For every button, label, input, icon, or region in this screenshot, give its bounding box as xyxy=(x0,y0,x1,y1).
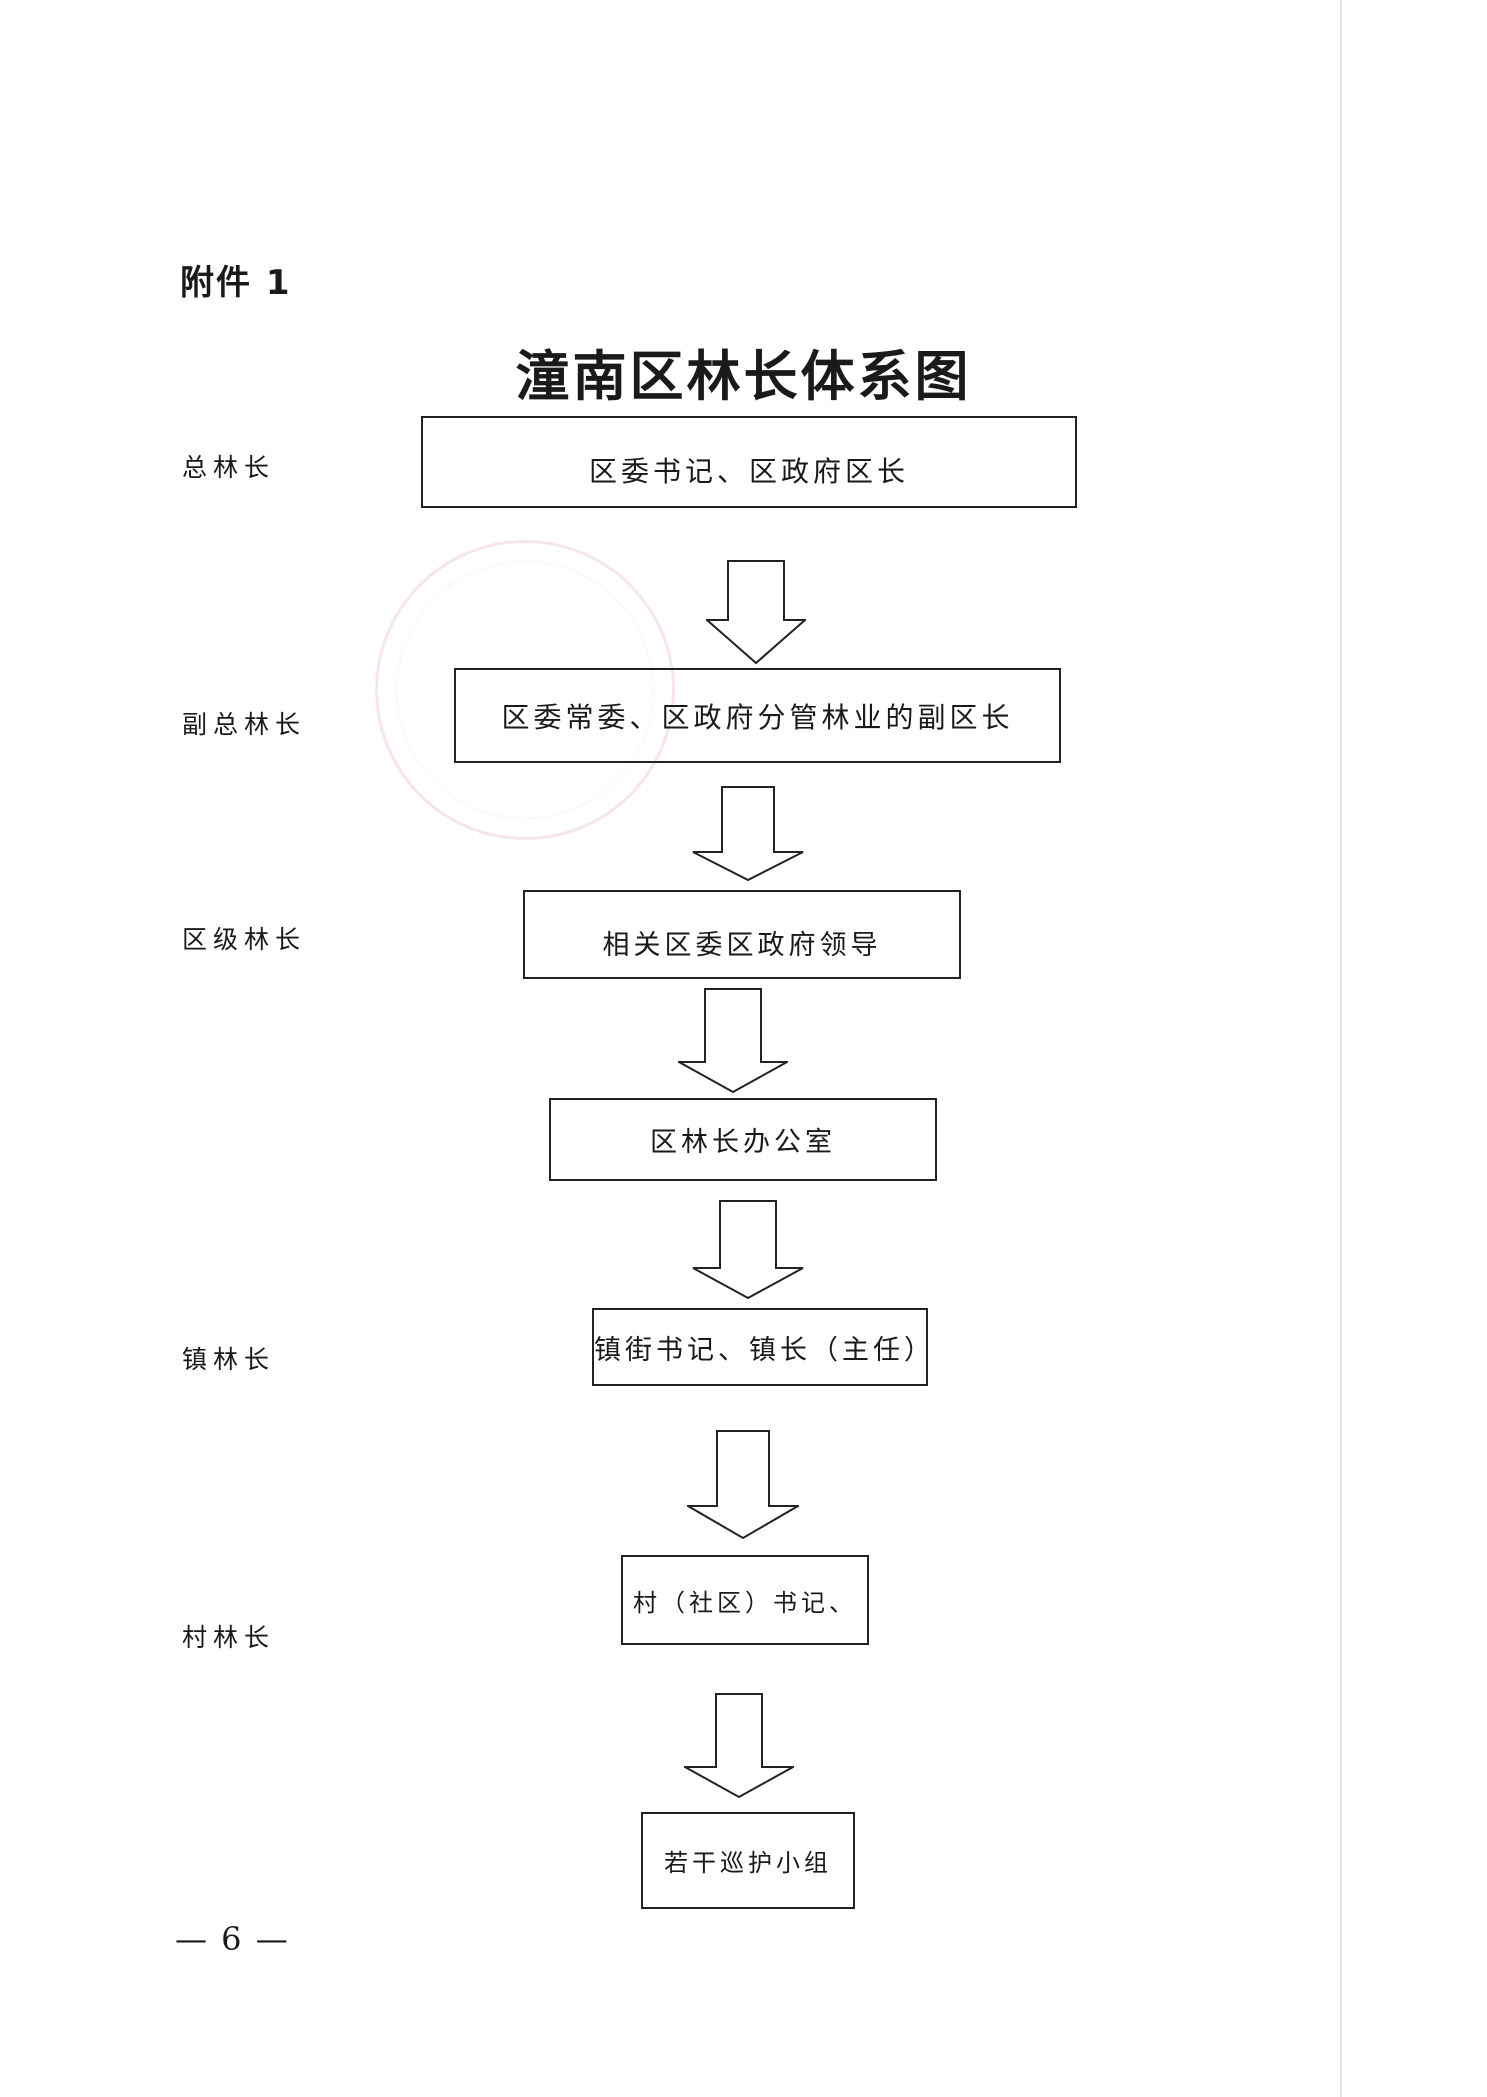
down-arrow-3 xyxy=(678,988,788,1094)
box-town: 镇街书记、镇长（主任） xyxy=(592,1308,931,1386)
attachment-label: 附件 1 xyxy=(180,263,292,303)
level-label-town: 镇林长 xyxy=(182,1345,276,1374)
level-label-village: 村林长 xyxy=(182,1623,276,1652)
down-arrow-4 xyxy=(692,1200,804,1300)
box-district-leaders: 相关区委区政府领导 xyxy=(523,890,961,979)
box-chief: 区委书记、区政府区长 xyxy=(421,416,1077,508)
box-patrol: 若干巡护小组 xyxy=(641,1812,855,1909)
box-office: 区林长办公室 xyxy=(549,1098,937,1181)
official-seal xyxy=(375,540,675,840)
scan-edge-line xyxy=(1340,0,1342,2097)
down-arrow-1 xyxy=(706,560,806,665)
page-number: — 6 — xyxy=(175,1920,290,1958)
level-label-district: 区级林长 xyxy=(182,925,307,954)
down-arrow-5 xyxy=(687,1430,799,1540)
down-arrow-6 xyxy=(684,1693,794,1799)
box-deputy-chief: 区委常委、区政府分管林业的副区长 xyxy=(454,668,1061,763)
level-label-deputy-chief: 副总林长 xyxy=(182,710,307,739)
page-title: 潼南区林长体系图 xyxy=(515,344,972,408)
level-label-chief: 总林长 xyxy=(182,453,276,482)
box-village: 村（社区）书记、 xyxy=(621,1555,869,1645)
down-arrow-2 xyxy=(692,786,804,882)
